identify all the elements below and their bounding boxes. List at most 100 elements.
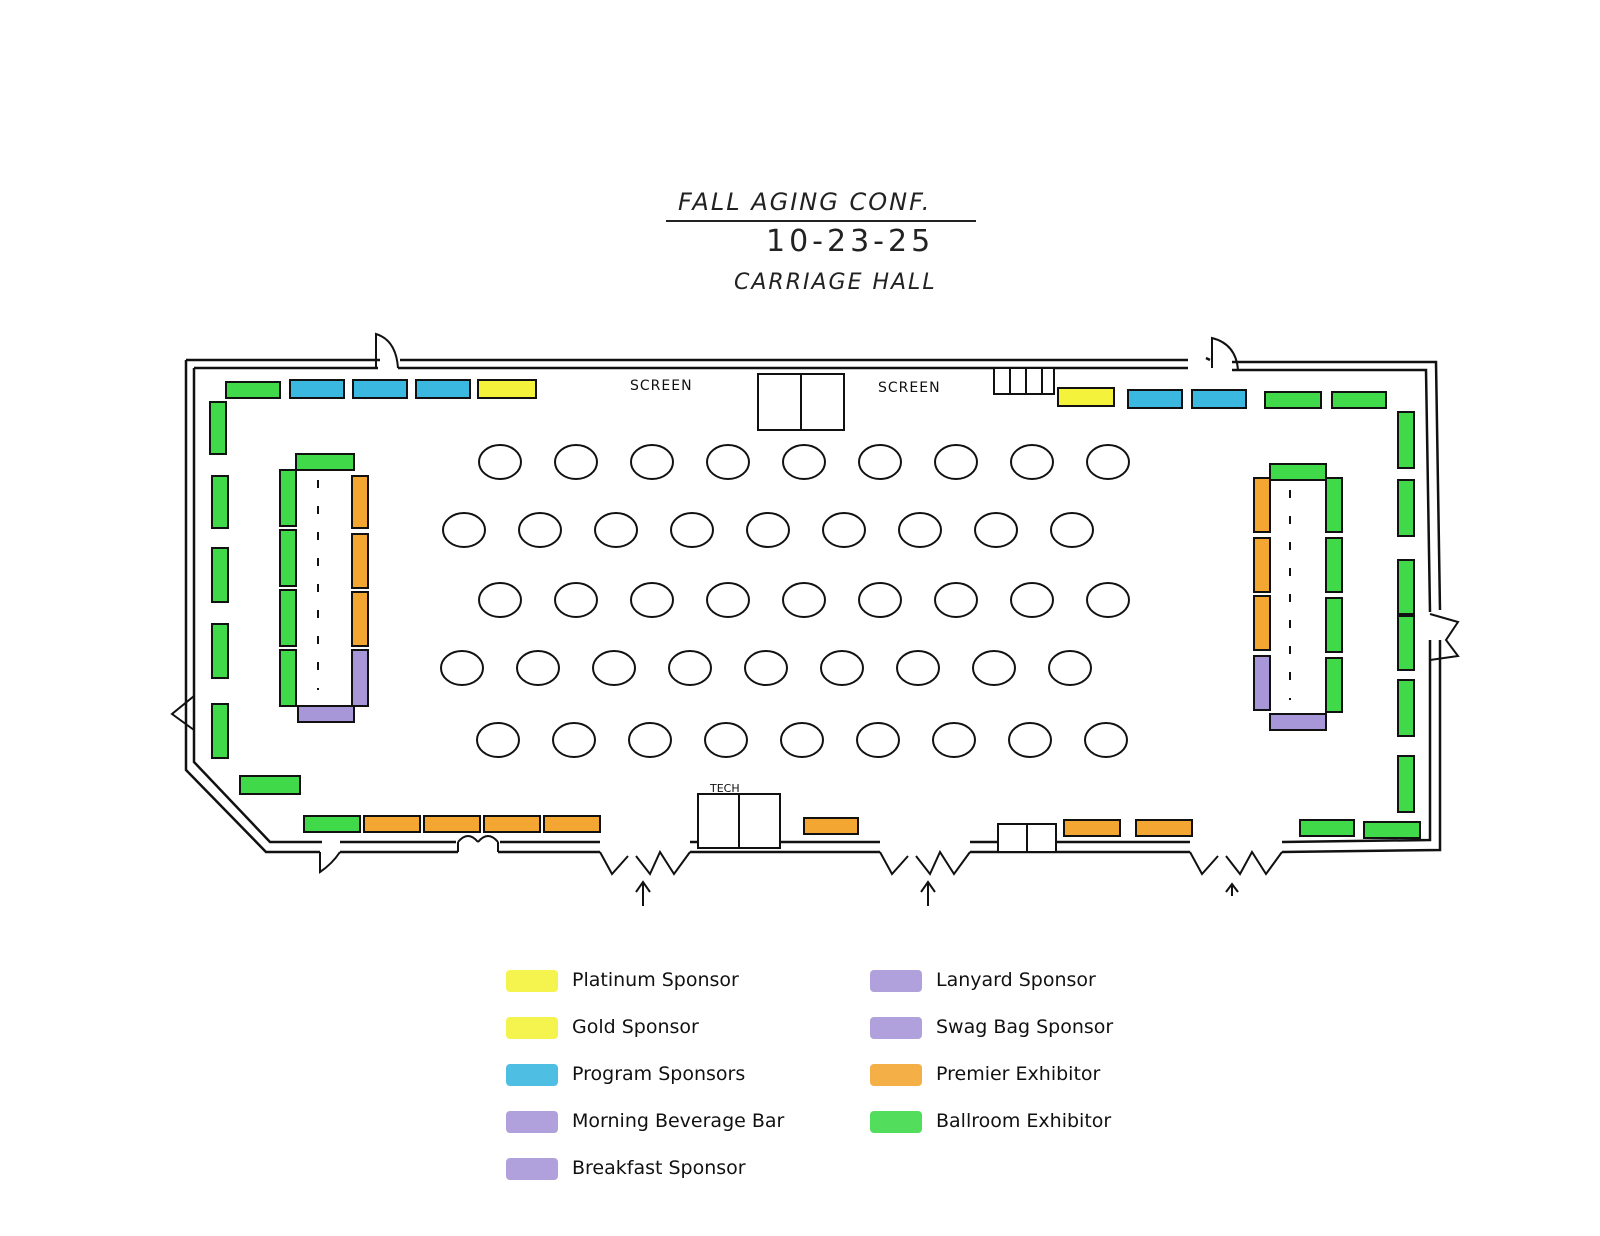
booth-table-orange xyxy=(1063,819,1121,837)
door-left-wall xyxy=(170,695,195,731)
booth-table-green xyxy=(1397,615,1415,671)
legend-label: Gold Sponsor xyxy=(572,1016,699,1038)
booth-table-green xyxy=(279,529,297,587)
round-table xyxy=(554,444,598,480)
booth-table-blue xyxy=(1191,389,1247,409)
round-table xyxy=(1048,650,1092,686)
title-underline xyxy=(666,220,976,222)
booth-table-green xyxy=(1264,391,1322,409)
round-table xyxy=(934,582,978,618)
round-table xyxy=(518,512,562,548)
round-table xyxy=(1086,444,1130,480)
round-table xyxy=(440,650,484,686)
door-bottom-1 xyxy=(319,851,341,874)
booth-table-green xyxy=(1325,657,1343,713)
legend-swatch xyxy=(870,1064,922,1086)
round-table xyxy=(782,582,826,618)
round-table xyxy=(934,444,978,480)
booth-table-blue xyxy=(289,379,345,399)
booth-table-green xyxy=(1269,463,1327,481)
booth-table-green xyxy=(279,649,297,707)
booth-table-green xyxy=(1397,755,1415,813)
booth-table-orange xyxy=(351,533,369,589)
booth-table-green xyxy=(1299,819,1355,837)
booth-table-orange xyxy=(1253,537,1271,593)
booth-table-green xyxy=(1397,679,1415,737)
round-table xyxy=(856,722,900,758)
round-table xyxy=(552,722,596,758)
round-table xyxy=(932,722,976,758)
round-table xyxy=(516,650,560,686)
booth-table-purple xyxy=(351,649,369,707)
legend-label: Program Sponsors xyxy=(572,1063,746,1085)
inner-wall xyxy=(192,366,1432,844)
legend-swatch xyxy=(870,1017,922,1039)
round-table xyxy=(744,650,788,686)
booth-table-orange xyxy=(543,815,601,833)
round-table xyxy=(780,722,824,758)
round-table xyxy=(706,582,750,618)
round-table xyxy=(746,512,790,548)
door-right-wall xyxy=(1429,613,1460,661)
round-table xyxy=(822,512,866,548)
round-table xyxy=(554,582,598,618)
booth-table-green xyxy=(1363,821,1421,839)
booth-table-green xyxy=(295,453,355,471)
round-table xyxy=(628,722,672,758)
round-table xyxy=(476,722,520,758)
booth-table-green xyxy=(1397,559,1415,615)
round-table xyxy=(820,650,864,686)
legend-swatch xyxy=(870,970,922,992)
booth-table-green xyxy=(1325,597,1343,653)
booth-table-green xyxy=(211,475,229,529)
round-table xyxy=(1086,582,1130,618)
screen-right-label: SCREEN xyxy=(878,380,941,396)
booth-table-purple xyxy=(297,705,355,723)
booth-table-orange xyxy=(423,815,481,833)
door-top-left xyxy=(375,332,399,369)
event-title: FALL AGING CONF. xyxy=(678,188,932,216)
booth-table-blue xyxy=(415,379,471,399)
booth-table-orange xyxy=(351,475,369,529)
booth-table-green xyxy=(211,703,229,759)
booth-table-green xyxy=(211,547,229,603)
booth-table-green xyxy=(1397,411,1415,469)
doors xyxy=(170,332,1460,906)
booth-table-orange xyxy=(1135,819,1193,837)
legend-label: Swag Bag Sponsor xyxy=(936,1016,1114,1038)
booth-tables xyxy=(209,379,1421,839)
screen-left-label: SCREEN xyxy=(630,378,693,394)
booth-table-yellow xyxy=(1057,387,1115,407)
round-table xyxy=(704,722,748,758)
entrance-arrow-3 xyxy=(1225,882,1239,896)
tech-label: TECH xyxy=(709,782,740,795)
legend-label: Morning Beverage Bar xyxy=(572,1110,785,1132)
booth-table-green xyxy=(239,775,301,795)
legend-swatch xyxy=(506,1017,558,1039)
booth-table-green xyxy=(1325,477,1343,533)
outer-wall xyxy=(184,356,1442,854)
booth-table-green xyxy=(1397,479,1415,537)
event-date: 10-23-25 xyxy=(766,224,935,259)
booth-table-green xyxy=(225,381,281,399)
booth-table-purple xyxy=(1269,713,1327,731)
center-dividers xyxy=(317,480,1291,700)
round-table xyxy=(630,444,674,480)
entrance-arrow-2 xyxy=(920,880,936,906)
entrance-arrow-1 xyxy=(635,880,651,906)
fixtures xyxy=(697,367,1057,853)
round-table xyxy=(594,512,638,548)
title-block: FALL AGING CONF. 10-23-25 CARRIAGE HALL xyxy=(660,180,990,300)
door-entrance-1 xyxy=(599,849,691,876)
booth-table-blue xyxy=(352,379,408,399)
round-table xyxy=(1010,582,1054,618)
booth-table-green xyxy=(211,623,229,679)
legend-swatch xyxy=(506,1158,558,1180)
legend-label: Platinum Sponsor xyxy=(572,969,739,991)
round-table xyxy=(972,650,1016,686)
booth-table-green xyxy=(303,815,361,833)
round-table xyxy=(670,512,714,548)
booth-table-green xyxy=(1331,391,1387,409)
round-table xyxy=(782,444,826,480)
